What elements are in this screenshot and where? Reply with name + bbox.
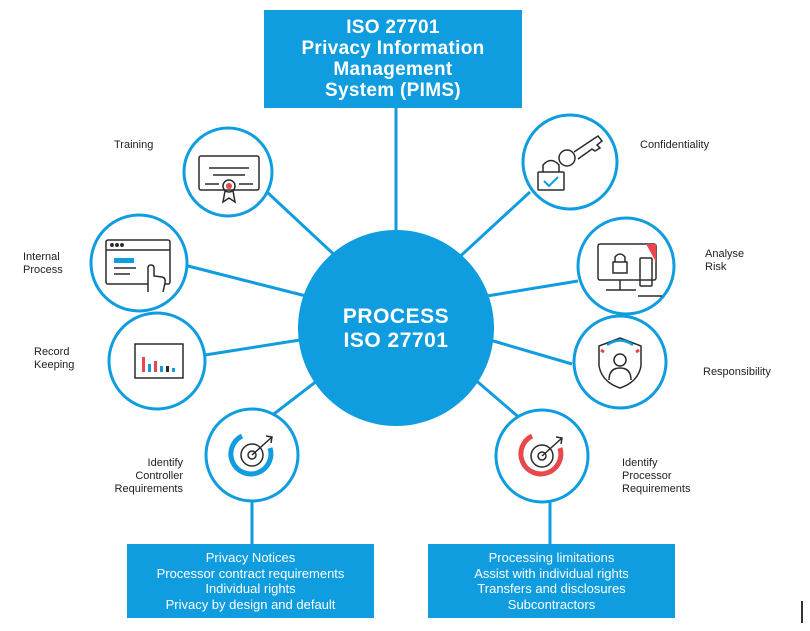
controller-requirements-box: Privacy Notices Processor contract requi… (127, 544, 374, 618)
box-line: Processing limitations (488, 550, 615, 565)
pims-title-line: Privacy Information (301, 38, 485, 59)
connector-identify-processor (471, 375, 523, 422)
pims-title-line: System (PIMS) (325, 80, 461, 101)
certificate-icon (198, 155, 260, 204)
connector-analyse-risk (486, 279, 579, 298)
label-line: Internal (23, 251, 60, 263)
label-identify-processor: Identify Processor Requirements (622, 457, 690, 496)
target-blue-icon (228, 433, 274, 477)
box-line: Subcontractors (507, 596, 596, 612)
connectors (187, 108, 579, 544)
connector-internal-process (187, 264, 307, 298)
pims-title-line: Management (333, 59, 453, 80)
label-line: Confidentiality (640, 139, 710, 151)
label-line: Process (23, 264, 63, 276)
label-line: Training (114, 139, 154, 151)
label-identify-controller: Identify Controller Requirements (80, 457, 183, 496)
connector-confidentiality (452, 190, 532, 264)
label-line: Identify (147, 457, 183, 469)
box-line: Individual rights (205, 581, 296, 596)
label-responsibility: Responsibility (703, 366, 771, 379)
label-training: Training (114, 139, 153, 152)
node-circle-confidentiality (521, 113, 619, 211)
node-circle-training (182, 126, 274, 218)
key-lock-icon (537, 134, 604, 191)
monitor-lock-icon (597, 243, 662, 297)
connector-training (265, 190, 344, 264)
label-line: Risk (705, 261, 727, 273)
box-line: Privacy Notices (205, 550, 296, 565)
label-line: Responsibility (703, 366, 771, 378)
box-line: Transfers and disclosures (477, 581, 626, 596)
node-circle-analyse-risk (576, 216, 676, 316)
label-line: Controller (135, 470, 183, 482)
label-line: Requirements (114, 483, 183, 495)
label-line: Analyse (705, 248, 745, 260)
label-line: Identify (622, 457, 658, 469)
pims-title-line: ISO 27701 (346, 17, 440, 38)
node-circle-responsibility (572, 314, 668, 410)
label-line: Processor (622, 470, 672, 482)
processor-requirements-box: Processing limitations Assist with indiv… (428, 544, 675, 618)
web-form-click-icon (105, 239, 171, 293)
label-confidentiality: Confidentiality (640, 139, 709, 152)
box-line: Privacy by design and default (165, 596, 336, 612)
box-line: Processor contract requirements (156, 565, 345, 581)
center-line: PROCESS (342, 305, 450, 328)
label-line: Requirements (622, 483, 691, 495)
label-line: Keeping (34, 359, 75, 371)
edge-mark (801, 601, 803, 623)
label-line: Record (34, 346, 70, 358)
label-internal-process: Internal Process (23, 251, 63, 277)
center-process-label: PROCESS ISO 27701 (298, 264, 494, 394)
label-analyse-risk: Analyse Risk (705, 248, 744, 274)
connector-record-keeping (204, 338, 301, 357)
pims-title-box: ISO 27701 Privacy Information Management… (264, 10, 522, 108)
target-red-icon (518, 433, 564, 477)
box-line: Assist with individual rights (474, 565, 629, 581)
connector-identify-controller (265, 375, 323, 422)
center-circle (298, 230, 494, 426)
label-record-keeping: Record Keeping (34, 346, 74, 372)
bar-chart-icon (134, 343, 184, 379)
shield-person-icon (598, 337, 642, 389)
connector-responsibility (489, 338, 573, 366)
center-line: ISO 27701 (343, 329, 449, 352)
